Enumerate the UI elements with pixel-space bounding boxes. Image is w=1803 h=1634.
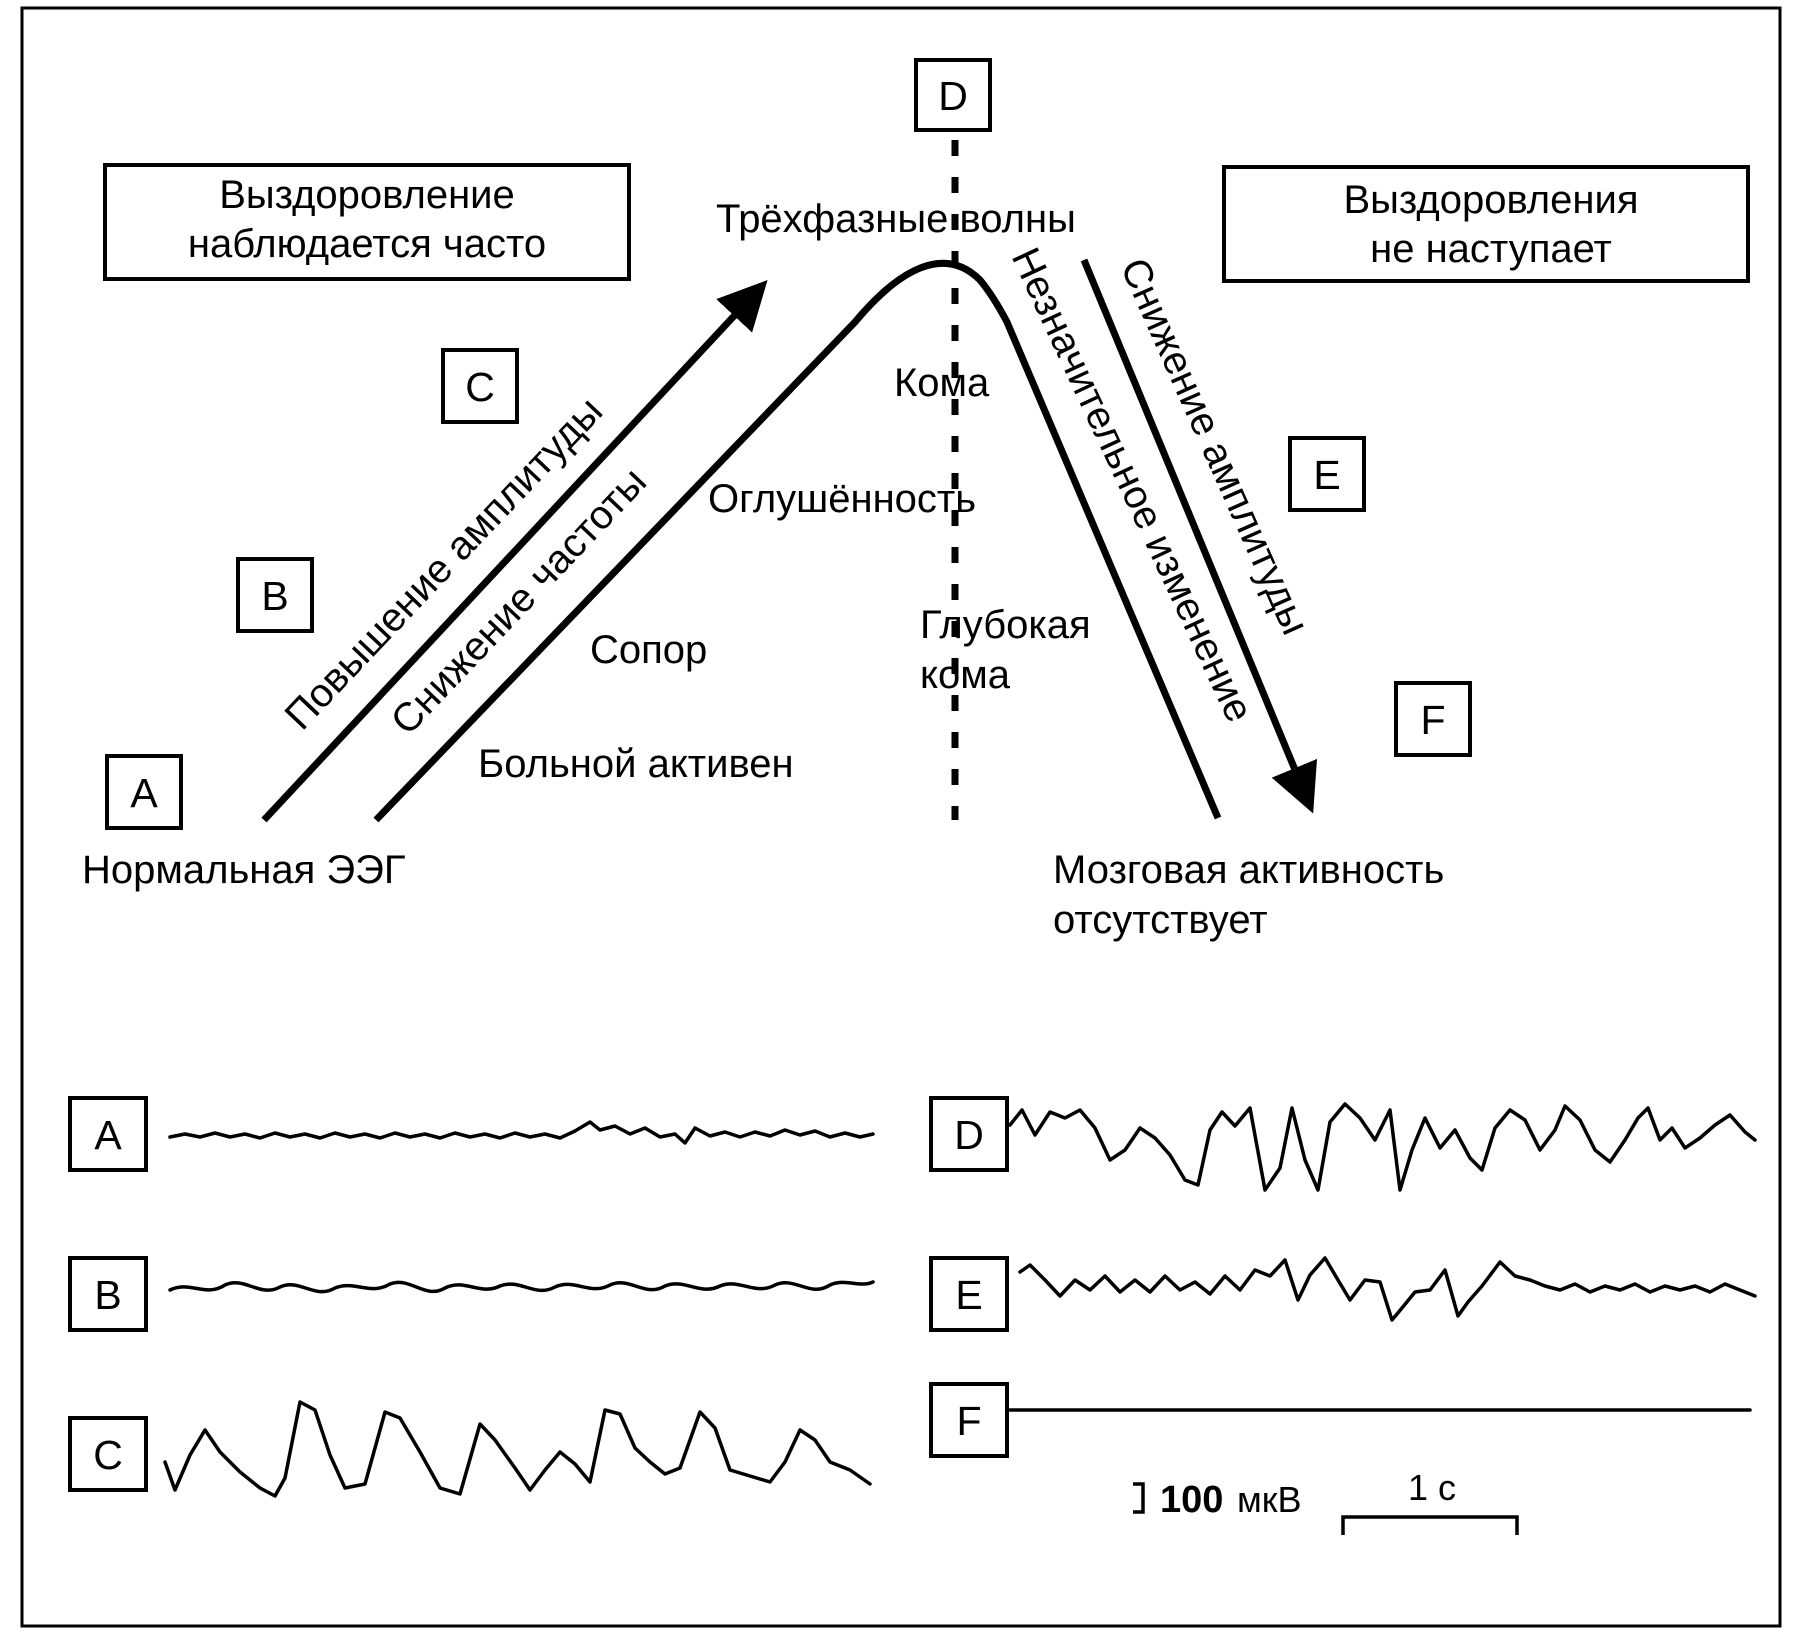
- outer-frame: [20, 6, 1782, 1628]
- eeg-trace-d: [1008, 1102, 1757, 1192]
- recovery-often-box: Выздоровление наблюдается часто: [103, 163, 631, 281]
- marker-b-top: B: [236, 557, 314, 633]
- time-scale-bar: 1 с: [1341, 1467, 1519, 1535]
- amplitude-scale-value: 100: [1160, 1479, 1223, 1521]
- coma-label: Кома: [894, 361, 990, 405]
- marker-c-top: C: [441, 348, 519, 424]
- svg-text:A: A: [130, 770, 158, 816]
- trace-f-marker: F: [929, 1382, 1009, 1458]
- trace-e-marker: E: [929, 1256, 1009, 1332]
- trace-d-marker: D: [929, 1096, 1009, 1172]
- svg-text:B: B: [94, 1272, 121, 1318]
- svg-text:C: C: [93, 1432, 123, 1478]
- trace-b-marker: B: [68, 1256, 148, 1332]
- svg-text:F: F: [1420, 697, 1445, 743]
- svg-text:D: D: [938, 73, 968, 119]
- stupor-label: Оглушённость: [708, 477, 976, 521]
- time-scale-label: 1 с: [1408, 1467, 1456, 1508]
- eeg-trace-b: [168, 1280, 875, 1294]
- eeg-trace-e: [1018, 1256, 1757, 1322]
- eeg-trace-a: [168, 1120, 875, 1145]
- amplitude-increase-arrow: [261, 280, 768, 823]
- no-brain-activity-line1: Мозговая активность: [1053, 848, 1444, 892]
- no-recovery-line2: не наступает: [1370, 227, 1612, 271]
- amplitude-scale-unit: мкВ: [1237, 1479, 1302, 1520]
- marker-a-top: A: [105, 754, 183, 830]
- no-recovery-box: Выздоровления не наступает: [1222, 165, 1750, 283]
- marker-f-top: F: [1394, 681, 1472, 757]
- eeg-trace-c: [163, 1400, 872, 1498]
- svg-text:E: E: [1313, 452, 1340, 498]
- svg-text:B: B: [261, 573, 288, 619]
- trace-a-marker: A: [68, 1096, 148, 1172]
- patient-active-label: Больной активен: [478, 742, 794, 786]
- svg-text:C: C: [465, 364, 495, 410]
- trace-c-marker: C: [68, 1416, 148, 1492]
- no-recovery-line1: Выздоровления: [1344, 178, 1639, 222]
- svg-text:A: A: [94, 1112, 122, 1158]
- amplitude-scale-bar: 100 мкВ: [1133, 1479, 1302, 1521]
- normal-eeg-label: Нормальная ЭЭГ: [82, 848, 406, 892]
- triphasic-waves-label: Трёхфазные волны: [716, 197, 1076, 241]
- svg-text:E: E: [955, 1272, 982, 1318]
- peak-arc: [373, 259, 1222, 823]
- marker-e-top: E: [1288, 436, 1366, 512]
- deep-coma-line2: кома: [920, 653, 1011, 697]
- recovery-often-line2: наблюдается часто: [188, 222, 546, 266]
- amplitude-decrease-arrow: [1080, 258, 1318, 814]
- no-brain-activity-line2: отсутствует: [1053, 898, 1268, 942]
- deep-coma-line1: Глубокая: [920, 603, 1091, 647]
- recovery-often-line1: Выздоровление: [219, 173, 515, 217]
- svg-text:D: D: [954, 1112, 984, 1158]
- sopor-label: Сопор: [590, 628, 707, 672]
- svg-text:F: F: [956, 1398, 981, 1444]
- marker-d-top: D: [914, 58, 992, 132]
